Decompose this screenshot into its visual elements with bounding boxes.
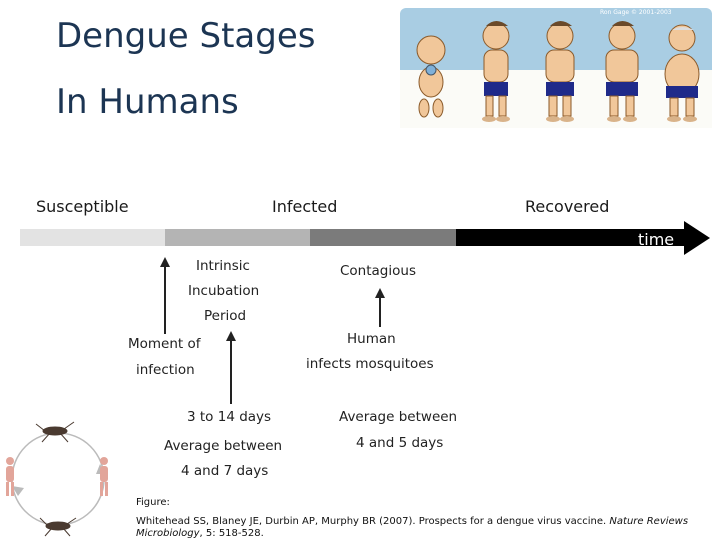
figure-citation: Whitehead SS, Blaney JE, Durbin AP, Murp… (136, 516, 716, 540)
mosquito-icon-top (35, 421, 75, 443)
incubation-arrow-line (164, 266, 166, 334)
label-contagious: Contagious (340, 263, 416, 279)
man-figure-1 (482, 21, 510, 122)
label-infects-mosquitoes: infects mosquitoes (306, 356, 434, 372)
figure-label: Figure: (136, 497, 170, 508)
label-3-to-14-days: 3 to 14 days (187, 409, 272, 425)
man-figure-2 (545, 21, 575, 122)
timeline-segment-susceptible (20, 229, 165, 246)
label-period: Period (204, 308, 247, 324)
stage-infected: Infected (272, 197, 338, 216)
moment-arrow-head (226, 331, 236, 341)
label-intrinsic: Intrinsic (196, 258, 250, 274)
label-4-and-5-days: 4 and 5 days (356, 435, 444, 451)
title-line-1: Dengue Stages (56, 16, 316, 56)
label-incubation: Incubation (188, 283, 260, 299)
stage-susceptible: Susceptible (36, 197, 129, 216)
cartoon-figures (416, 21, 700, 122)
mosquito-icon-bottom (39, 517, 77, 537)
title-line-2: In Humans (56, 82, 239, 122)
moment-arrow-line (230, 340, 232, 404)
label-4-and-7-days: 4 and 7 days (181, 463, 269, 479)
contagious-arrow-line (379, 297, 381, 327)
timeline-segment-contagious (310, 229, 456, 246)
citation-journal: Nature Reviews Microbiology (136, 516, 689, 539)
transmission-cycle-image (6, 421, 108, 537)
human-icon-left (6, 457, 14, 496)
citation-text: Whitehead SS, Blaney JE, Durbin AP, Murp… (136, 516, 607, 527)
label-moment-of: Moment of (128, 336, 201, 352)
cartoon-credit: Ron Gage © 2001-2003 (600, 9, 672, 16)
human-icon-right (100, 457, 108, 496)
citation-volume: , 5: 518-528. (199, 528, 264, 539)
label-average-between-right: Average between (339, 409, 458, 425)
label-average-between-left: Average between (164, 438, 283, 454)
timeline-segment-incubation (165, 229, 310, 246)
time-label: time (638, 230, 675, 249)
man-figure-3 (605, 21, 639, 122)
label-human: Human (347, 331, 396, 347)
baby-figure (416, 35, 446, 118)
timeline-segment-recovered (456, 229, 686, 246)
stage-recovered: Recovered (525, 197, 610, 216)
contagious-arrow-head (375, 288, 385, 298)
man-figure-4 (664, 24, 700, 122)
incubation-arrow-head (160, 257, 170, 267)
label-infection: infection (136, 362, 195, 378)
timeline-arrowhead (684, 221, 710, 255)
